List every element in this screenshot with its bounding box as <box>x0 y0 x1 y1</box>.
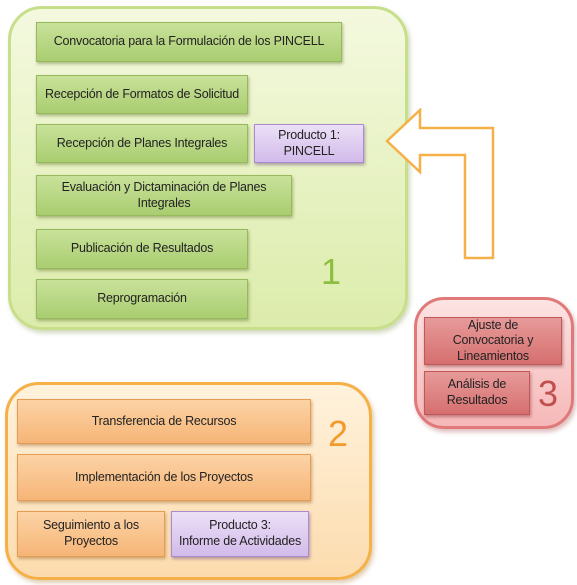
phase-1-number: 1 <box>321 251 342 292</box>
product-1-box: Producto 1: PINCELL <box>254 124 364 163</box>
step-seguimiento: Seguimiento a los Proyectos <box>17 511 165 557</box>
step-reprogramacion: Reprogramación <box>36 279 248 319</box>
step-evaluacion: Evaluación y Dictaminación de Planes Int… <box>36 175 292 216</box>
step-transferencia: Transferencia de Recursos <box>17 399 311 444</box>
step-implementacion: Implementación de los Proyectos <box>17 454 311 501</box>
step-recepcion-planes: Recepción de Planes Integrales <box>36 124 248 163</box>
step-convocatoria: Convocatoria para la Formulación de los … <box>36 22 342 62</box>
step-publicacion: Publicación de Resultados <box>36 229 248 269</box>
step-analisis-resultados: Análisis de Resultados <box>424 371 530 415</box>
step-ajuste-convocatoria: Ajuste de Convocatoria y Lineamientos <box>424 317 562 365</box>
return-arrow-icon <box>385 108 495 260</box>
product-3-box: Producto 3: Informe de Actividades <box>171 511 309 557</box>
step-recepcion-formatos: Recepción de Formatos de Solicitud <box>36 75 248 114</box>
phase-3-number: 3 <box>538 373 559 414</box>
phase-2-number: 2 <box>328 413 349 454</box>
